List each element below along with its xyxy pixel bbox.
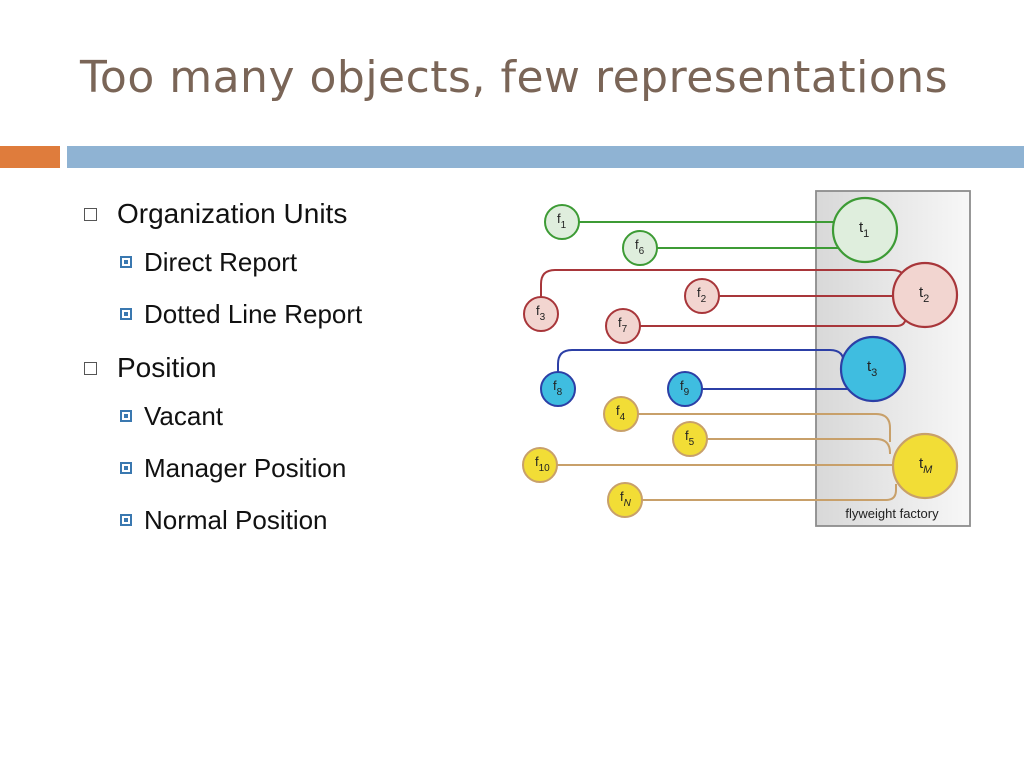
connector-fN-tM: [625, 484, 897, 501]
connector-f5-tM: [690, 438, 891, 454]
connector-f4-tM: [621, 413, 891, 442]
sub-bullet-text: Normal Position: [144, 504, 328, 535]
node-circle: [540, 371, 576, 407]
diagram-nodes: f1 f6 f3 f2 f7 f8 f9 f4 f5 f10 fN t1 t2 t3 tM: [522, 196, 959, 518]
sub-bullet-item: Normal Position: [84, 494, 504, 546]
flyweight-node-f5: f5: [672, 421, 708, 457]
target-node-t1: t1: [831, 196, 899, 264]
node-label: f9: [680, 378, 690, 398]
node-circle: [684, 278, 720, 314]
sub-bullet-text: Vacant: [144, 400, 224, 431]
node-circle: [523, 296, 559, 332]
node-label: t3: [867, 358, 877, 379]
bullet-list: Organization Units Direct Report Dotted …: [84, 190, 504, 546]
node-label: f6: [635, 237, 645, 257]
flyweight-node-fN: fN: [607, 482, 643, 518]
node-circle: [522, 447, 558, 483]
sub-bullet-item: Direct Report: [84, 236, 504, 288]
flyweight-node-f7: f7: [605, 308, 641, 344]
hollow-square-bullet-icon: [84, 361, 97, 375]
sub-bullet-item: Dotted Line Report: [84, 288, 504, 340]
square-bullet-icon: [120, 462, 132, 474]
node-circle: [831, 196, 899, 264]
flyweight-node-f10: f10: [522, 447, 558, 483]
sub-bullet-item: Vacant: [84, 390, 504, 442]
bullet-text: Position: [117, 352, 217, 383]
square-bullet-icon: [120, 410, 132, 422]
node-circle: [891, 261, 959, 329]
flyweight-node-f2: f2: [684, 278, 720, 314]
node-label: f2: [697, 285, 707, 305]
target-node-t3: t3: [839, 335, 907, 403]
header-accent-blue: [67, 146, 1024, 168]
square-bullet-icon: [120, 308, 132, 320]
bullet-text: Organization Units: [117, 198, 348, 229]
connector-lines: [540, 221, 907, 501]
node-label: f4: [616, 403, 626, 423]
node-label: fN: [620, 489, 632, 509]
node-circle: [603, 396, 639, 432]
node-label: f1: [557, 211, 567, 231]
node-label: f5: [685, 428, 695, 448]
target-node-t2: t2: [891, 261, 959, 329]
connector-f8-t3: [557, 349, 845, 372]
bullet-item: Position: [84, 346, 504, 390]
slide-title: Too many objects, few representations: [80, 52, 949, 103]
square-bullet-icon: [120, 514, 132, 526]
node-circle: [607, 482, 643, 518]
flyweight-factory-label: flyweight factory: [845, 506, 939, 521]
node-circle: [605, 308, 641, 344]
flyweight-node-f9: f9: [667, 371, 703, 407]
node-circle: [544, 204, 580, 240]
target-node-tM: tM: [891, 432, 959, 500]
node-circle: [622, 230, 658, 266]
node-circle: [672, 421, 708, 457]
node-label: t1: [859, 219, 869, 240]
node-circle: [839, 335, 907, 403]
header-accent-orange: [0, 146, 60, 168]
flyweight-node-f6: f6: [622, 230, 658, 266]
node-circle: [891, 432, 959, 500]
flyweight-node-f4: f4: [603, 396, 639, 432]
flyweight-node-f8: f8: [540, 371, 576, 407]
flyweight-node-f3: f3: [523, 296, 559, 332]
node-label: f10: [535, 454, 550, 474]
sub-bullet-text: Manager Position: [144, 452, 347, 483]
node-label: t2: [919, 284, 929, 305]
sub-bullet-item: Manager Position: [84, 442, 504, 494]
sub-bullet-text: Dotted Line Report: [144, 298, 363, 329]
node-circle: [667, 371, 703, 407]
node-label: f8: [553, 378, 563, 398]
hollow-square-bullet-icon: [84, 207, 97, 221]
bullet-item: Organization Units: [84, 192, 504, 236]
node-label: f3: [536, 303, 546, 323]
node-label: tM: [919, 455, 933, 476]
node-label: f7: [618, 315, 628, 335]
sub-bullet-text: Direct Report: [144, 246, 298, 277]
flyweight-node-f1: f1: [544, 204, 580, 240]
square-bullet-icon: [120, 256, 132, 268]
